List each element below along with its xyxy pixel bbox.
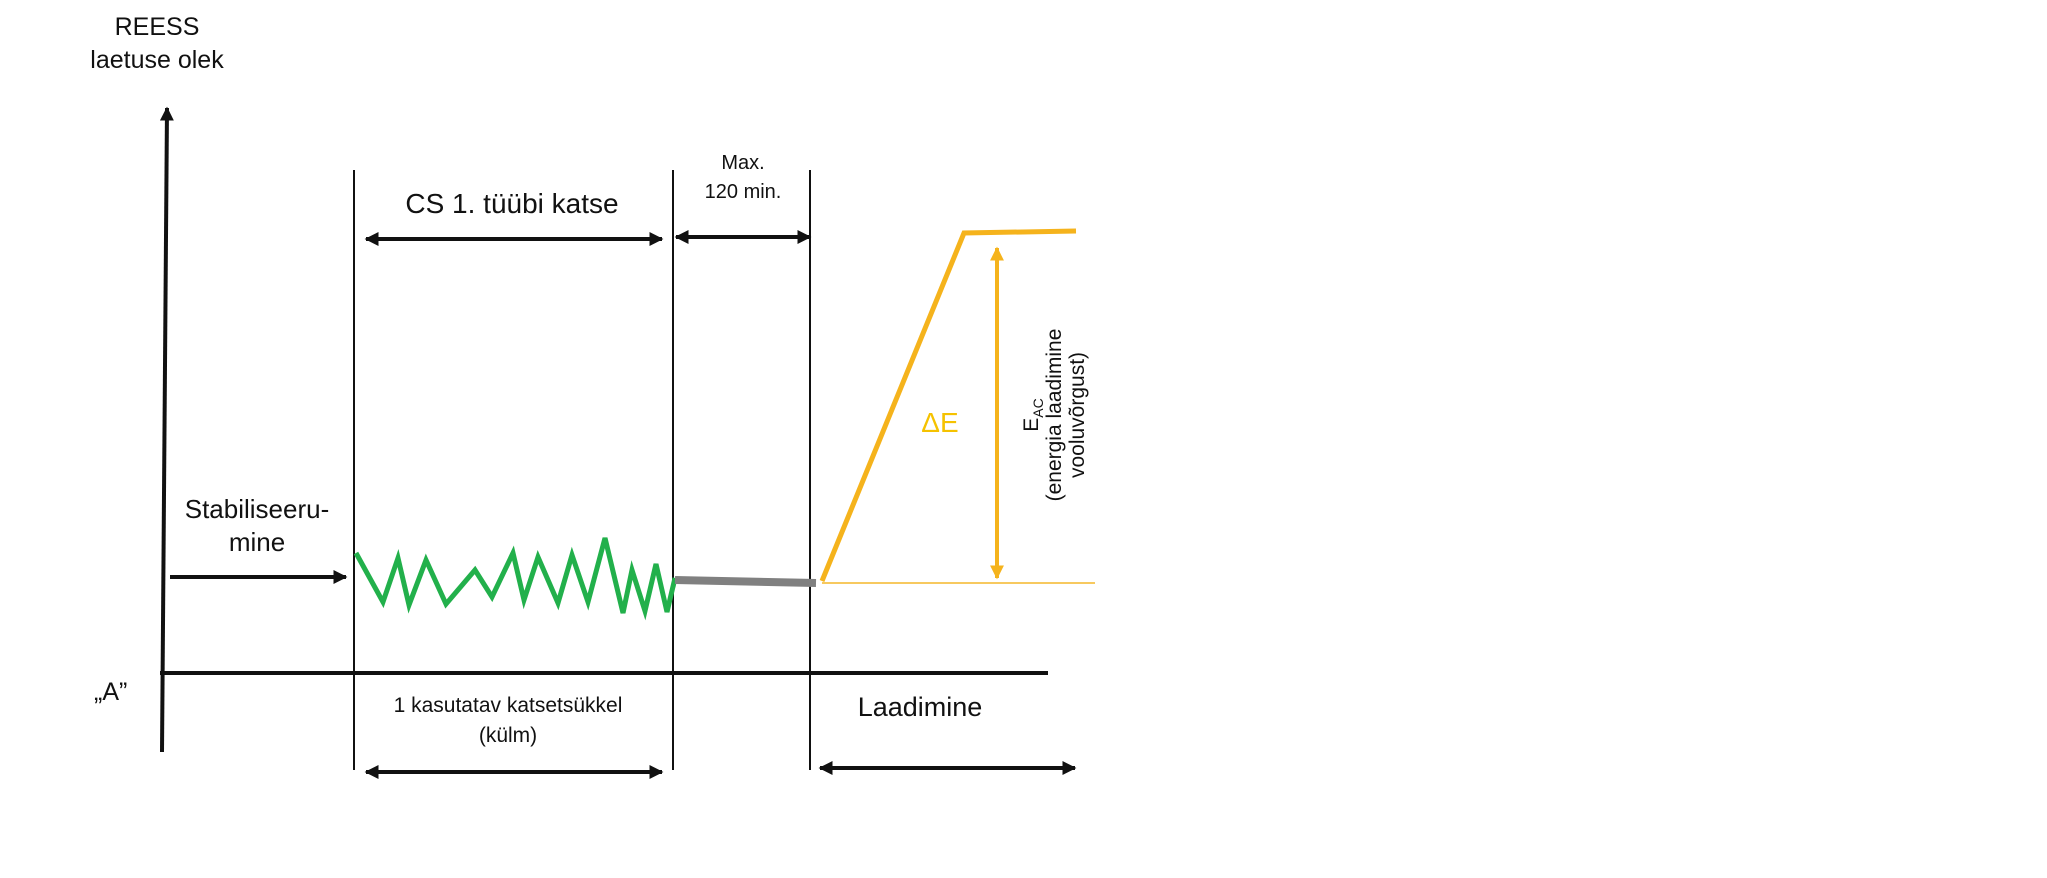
eac-main: E (1020, 418, 1043, 432)
discharge-cycle-zigzag (353, 537, 678, 621)
max-time-line2: 120 min. (705, 181, 782, 203)
cs-test-label: CS 1. tüübi katse (405, 188, 618, 219)
stabilization-label-line2: mine (229, 527, 285, 557)
delta-e-label: ΔE (921, 407, 958, 438)
eac-desc-line1: (energia laadimine (1043, 329, 1066, 502)
eac-desc-group-1: (energia laadimine (1043, 329, 1066, 502)
cycle-label-line2: (külm) (479, 724, 537, 747)
charging-label: Laadimine (858, 692, 983, 722)
y-axis (159, 106, 174, 753)
eac-subscript: AC (1030, 398, 1046, 417)
stabilization-label-line1: Stabiliseeru- (185, 494, 330, 524)
eac-desc-line2: vooluvõrgust) (1066, 352, 1089, 478)
y-axis-label-line2: laetuse olek (90, 46, 224, 74)
max-time-line1: Max. (721, 152, 764, 174)
y-axis-label-line1: REESS (115, 13, 200, 41)
baseline-label: „A” (94, 678, 127, 706)
eac-label: EAC (1020, 398, 1046, 431)
cycle-label-line1: 1 kasutatav katsetsükkel (394, 694, 623, 717)
charging-curve (819, 228, 1077, 582)
eac-desc-group-2: vooluvõrgust) (1066, 352, 1089, 478)
soak-line (674, 576, 817, 587)
eac-label-group: EAC (1020, 398, 1046, 431)
